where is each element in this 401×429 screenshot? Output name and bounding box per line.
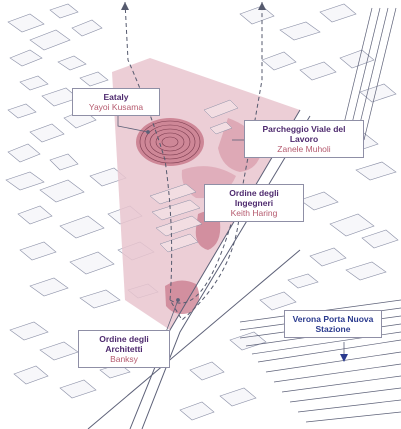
label-parcheggio-subtitle: Zanele Muholi	[277, 144, 331, 154]
railway-tracks	[239, 7, 401, 423]
label-parcheggio: Parcheggio Viale del Lavoro Zanele Muhol…	[244, 120, 364, 158]
label-architetti: Ordine degli Architetti Banksy	[78, 330, 170, 368]
label-architetti-subtitle: Banksy	[110, 354, 138, 364]
label-eataly: Eataly Yayoi Kusama	[72, 88, 160, 116]
station-arrow-icon	[340, 354, 348, 362]
label-parcheggio-title: Parcheggio Viale del Lavoro	[262, 124, 346, 144]
label-ingegneri: Ordine degli Ingegneri Keith Haring	[204, 184, 304, 222]
label-stazione: Verona Porta Nuova Stazione	[284, 310, 382, 338]
label-stazione-title: Verona Porta Nuova Stazione	[292, 314, 374, 334]
label-ingegneri-title: Ordine degli Ingegneri	[229, 188, 279, 208]
label-architetti-title: Ordine degli Architetti	[99, 334, 149, 354]
label-ingegneri-subtitle: Keith Haring	[230, 208, 278, 218]
label-eataly-title: Eataly	[103, 92, 129, 102]
route-arrows	[121, 2, 266, 10]
label-eataly-subtitle: Yayoi Kusama	[88, 102, 144, 112]
